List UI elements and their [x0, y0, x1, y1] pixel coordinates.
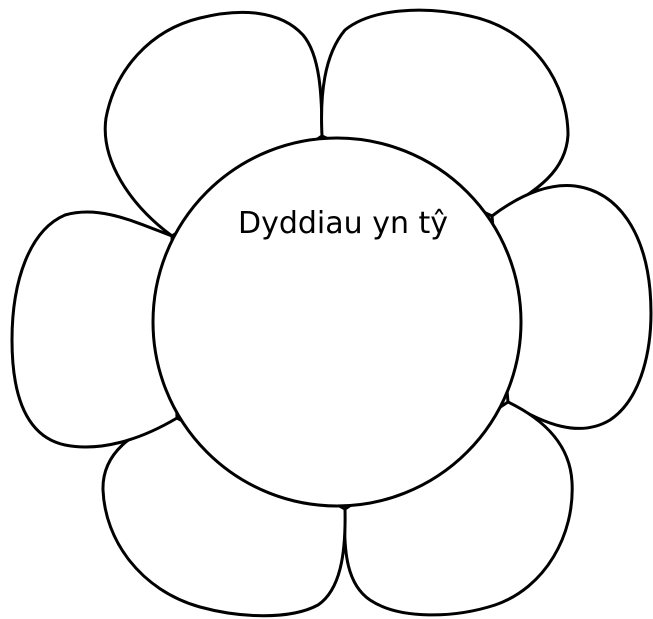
- flower-center: [153, 138, 521, 506]
- flower-title: Dyddiau yn tŷ: [238, 206, 448, 241]
